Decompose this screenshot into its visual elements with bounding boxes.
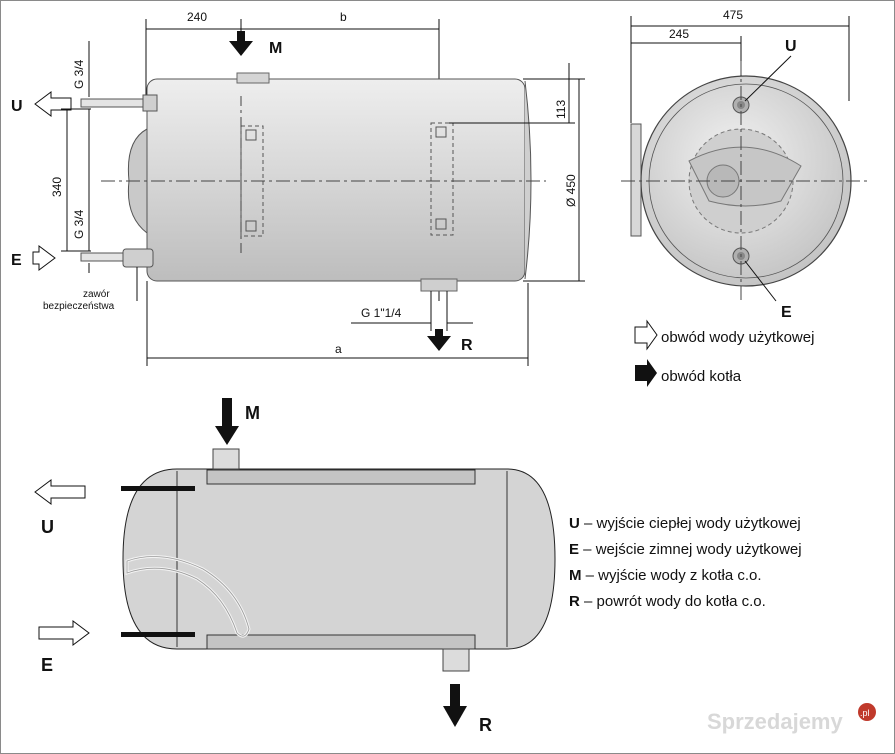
legend-item: E – wejście zimnej wody użytkowej (569, 541, 802, 558)
watermark-text: Sprzedajemy (707, 709, 843, 734)
front-dimensions (630, 16, 850, 123)
g114-label: G 1"1/4 (361, 306, 402, 320)
bottom-dimensions (146, 281, 529, 366)
schematic-m-label: M (245, 403, 260, 423)
watermark-badge (858, 703, 876, 721)
dim-450-label: Ø 450 (564, 174, 578, 207)
legend-key: M (569, 567, 582, 584)
schematic-tank (122, 468, 556, 650)
front-u-label: U (785, 38, 797, 55)
dim-113-label: 113 (554, 100, 568, 119)
legend-text: – wyjście ciepłej wody użytkowej (580, 515, 801, 532)
legend-item: R – powrót wody do kotła c.o. (569, 593, 766, 610)
e-port-side: E (11, 245, 154, 271)
side-view: 240 b M (11, 10, 585, 366)
legend-key: R (569, 593, 580, 610)
legend-text: – wejście zimnej wody użytkowej (579, 541, 802, 558)
schematic-e-arrow: E (38, 620, 90, 675)
schematic-e-label: E (41, 655, 53, 675)
port-legend: U – wyjście ciepłej wody użytkowej E – w… (569, 515, 802, 610)
r-port-arrow: R (427, 329, 473, 354)
dim-340-label: 340 (50, 177, 64, 197)
m-port-arrow: M (229, 31, 282, 57)
tank-side (101, 72, 546, 292)
legend-item: M – wyjście wody z kotła c.o. (569, 567, 762, 584)
dim-240-label: 240 (187, 10, 207, 24)
g34-top-label: G 3/4 (72, 59, 86, 89)
legend-key: U (569, 515, 580, 532)
legend-utility: obwód wody użytkowej (661, 329, 814, 346)
legend-text: – powrót wody do kotła c.o. (580, 593, 766, 610)
schematic-m-arrow: M (215, 398, 260, 445)
dim-245-label: 245 (669, 27, 689, 41)
front-e-label: E (781, 304, 792, 321)
u-port-side: U (11, 91, 158, 117)
legend-text: – wyjście wody z kotła c.o. (582, 567, 762, 584)
legend-boiler: obwód kotła (661, 368, 742, 385)
u-port-label: U (11, 98, 23, 115)
left-dimensions (61, 41, 91, 273)
right-dimensions (449, 63, 585, 282)
r-port-label: R (461, 337, 473, 354)
g34-bottom-label: G 3/4 (72, 209, 86, 239)
legend-key: E (569, 541, 579, 558)
dim-b-label: b (340, 10, 347, 24)
schematic-r-label: R (479, 715, 492, 735)
e-port-label: E (11, 252, 22, 269)
valve-label-line2: bezpieczeństwa (43, 301, 115, 312)
schematic-u-arrow: U (34, 479, 86, 537)
schematic-r-arrow: R (443, 684, 492, 735)
m-port-label: M (269, 40, 282, 57)
dim-a-label: a (335, 342, 342, 356)
schematic: M U E R (34, 393, 556, 735)
legend-item: U – wyjście ciepłej wody użytkowej (569, 515, 801, 532)
schematic-u-label: U (41, 517, 54, 537)
valve-label-line1: zawór (83, 289, 110, 300)
watermark-suffix: .pl (860, 708, 870, 718)
front-view: 475 245 U E (621, 8, 869, 321)
dim-475-label: 475 (723, 8, 743, 22)
arrow-legend: obwód wody użytkowej obwód kotła (634, 319, 814, 387)
mount-bracket (630, 123, 642, 237)
watermark: Sprzedajemy .pl (707, 703, 876, 734)
